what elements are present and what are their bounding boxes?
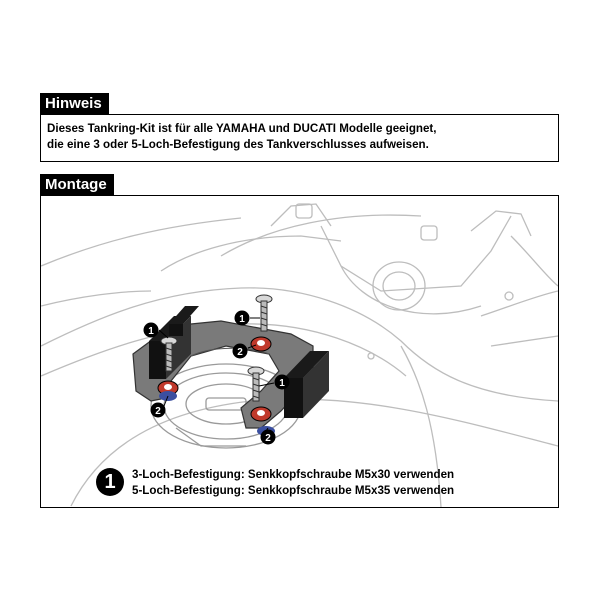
red-washer-center — [250, 336, 272, 352]
montage-box: 1 1 1 2 2 2 1 3-Loch-Be — [40, 195, 559, 508]
hinweis-line-1: Dieses Tankring-Kit ist für alle YAMAHA … — [47, 122, 437, 135]
callout-1-left-label: 1 — [148, 326, 154, 337]
callout-2-right-label: 2 — [265, 433, 271, 444]
rubber-pad-top — [169, 306, 199, 336]
callout-2-right: 2 — [260, 427, 276, 445]
callout-2-left: 2 — [150, 395, 169, 418]
tank-outline — [41, 203, 558, 507]
montage-header: Montage — [40, 174, 114, 196]
screw-top — [255, 294, 273, 332]
hinweis-line-2: die eine 3 oder 5-Loch-Befestigung des T… — [47, 137, 429, 151]
motorcycle-tank-illustration: 1 1 1 2 2 2 — [41, 203, 558, 507]
legend-badge: 1 — [96, 468, 124, 496]
callout-2-center-label: 2 — [237, 347, 243, 358]
red-washer-left — [157, 380, 179, 401]
legend-line-2: 5-Loch-Befestigung: Senkkopfschraube M5x… — [132, 483, 455, 497]
screw-left — [160, 336, 178, 372]
callout-1-top-label: 1 — [239, 314, 245, 325]
screw-center — [247, 366, 265, 402]
hinweis-header: Hinweis — [40, 93, 109, 115]
callout-1-left: 1 — [143, 322, 169, 339]
callout-2-left-label: 2 — [155, 406, 161, 417]
callout-1-center-label: 1 — [279, 378, 285, 389]
rubber-pad-right — [284, 351, 329, 418]
hinweis-note-box: Dieses Tankring-Kit ist für alle YAMAHA … — [40, 114, 559, 162]
legend-text: 3-Loch-Befestigung: Senkkopfschraube M5x… — [132, 467, 454, 498]
callout-1-top: 1 — [234, 310, 260, 326]
legend-line-1: 3-Loch-Befestigung: Senkkopfschraube M5x… — [132, 468, 455, 481]
callout-2-center: 2 — [232, 343, 257, 359]
callout-1-center: 1 — [258, 374, 290, 390]
